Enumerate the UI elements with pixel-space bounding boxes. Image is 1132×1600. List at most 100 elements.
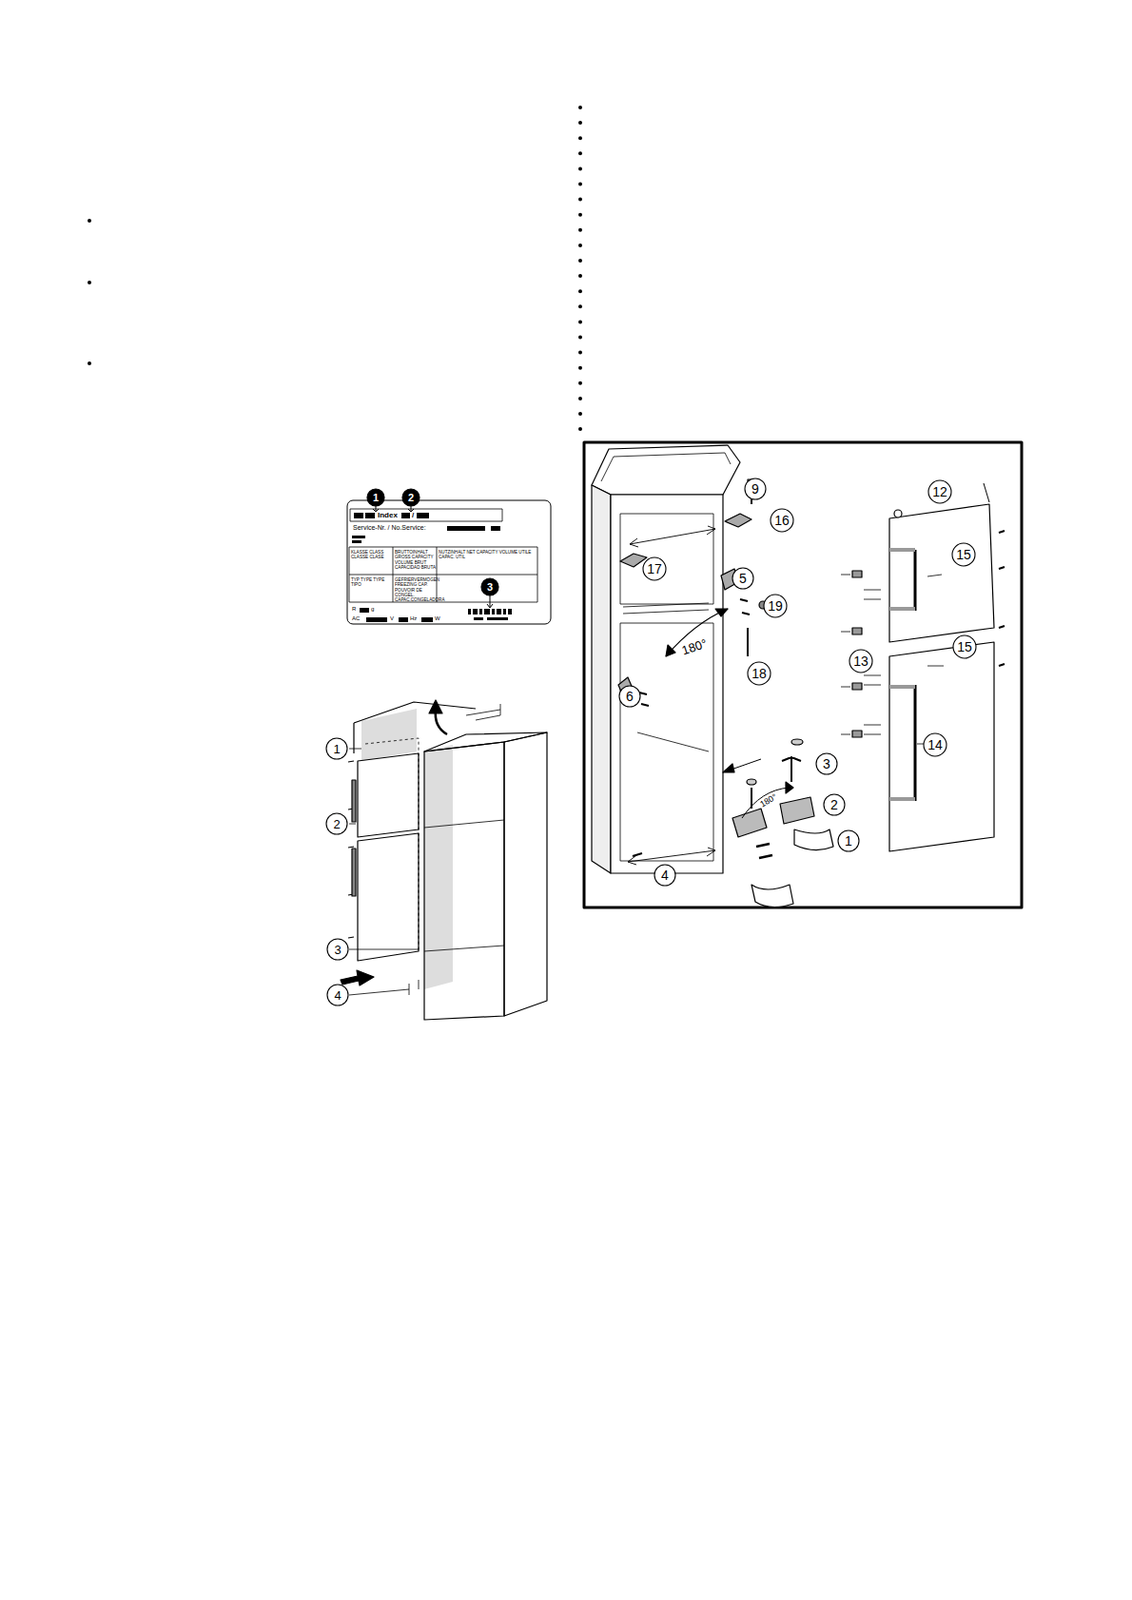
drawing-line	[917, 574, 944, 744]
drawing-line	[838, 830, 859, 852]
drawing-line	[481, 578, 499, 596]
drawing-line	[620, 513, 714, 605]
drawing-line	[351, 780, 356, 822]
drawing-line	[578, 335, 583, 340]
drawing-line	[627, 847, 716, 865]
drawing-line	[421, 617, 433, 623]
drawing-line	[620, 553, 647, 567]
drawing-line	[87, 361, 92, 366]
drawing-line	[722, 763, 735, 773]
drawing-line	[983, 483, 990, 503]
drawing-line	[429, 700, 443, 714]
drawing-line	[578, 120, 583, 125]
angle-label: 180°	[680, 637, 709, 658]
callout-number: 4	[333, 989, 341, 1002]
drawing-line	[953, 635, 976, 659]
drawing-line	[578, 381, 583, 386]
drawing-line	[610, 494, 723, 874]
drawing-line	[578, 136, 583, 140]
drawing-line	[401, 512, 410, 519]
drawing-line	[447, 526, 486, 531]
drawing-line	[591, 445, 741, 495]
callout-number: 13	[853, 654, 869, 668]
drawing-line	[763, 594, 787, 618]
plate-text: g	[370, 605, 374, 613]
drawing-line	[402, 488, 420, 507]
drawing-line	[347, 500, 551, 625]
drawing-line	[637, 732, 709, 752]
drawing-line	[578, 289, 583, 293]
drawing-line	[479, 608, 483, 615]
drawing-line	[507, 608, 512, 615]
drawing-line	[578, 243, 583, 248]
drawing-line	[620, 623, 714, 861]
drawing-line	[654, 864, 676, 886]
drawing-line	[770, 508, 794, 532]
drawing-line	[372, 506, 493, 608]
drawing-line	[353, 702, 476, 723]
drawing-line	[578, 351, 583, 355]
drawing-line	[340, 700, 547, 1020]
drawing-line	[632, 853, 643, 857]
drawing-line	[794, 829, 834, 851]
callout-number: 18	[751, 666, 767, 681]
drawing-line	[889, 504, 995, 643]
drawing-line	[392, 546, 394, 603]
drawing-line	[367, 488, 385, 507]
drawing-line	[722, 759, 762, 773]
drawing-line	[491, 608, 495, 615]
plate-text: Index	[377, 510, 398, 520]
drawing-line	[952, 543, 976, 566]
plate-text: AC	[351, 615, 360, 623]
drawing-line	[357, 833, 419, 961]
drawing-line	[724, 513, 752, 527]
drawing-line	[349, 748, 419, 996]
drawing-line	[473, 617, 484, 621]
drawing-line	[852, 730, 862, 738]
plate-text: KLASSE CLASS CLASSE CLASE	[351, 549, 392, 561]
drawing-line	[466, 703, 501, 721]
drawing-line	[629, 526, 716, 547]
callout-number: 14	[927, 738, 943, 752]
drawing-line	[852, 683, 862, 690]
drawing-line	[840, 574, 851, 735]
callout-number: 4	[661, 868, 669, 882]
drawing-line	[914, 549, 918, 801]
callout-number: 1	[844, 834, 853, 848]
drawing-line	[578, 273, 583, 278]
drawing-line	[326, 478, 976, 1006]
drawing-line	[424, 819, 505, 952]
drawing-line	[365, 738, 419, 952]
drawing-line	[503, 608, 507, 615]
drawing-line	[715, 608, 728, 617]
drawing-line	[326, 738, 348, 760]
drawing-line	[578, 366, 583, 371]
badge-number: 1	[372, 492, 379, 504]
drawing-line	[732, 808, 767, 838]
drawing-line	[578, 151, 583, 156]
drawing-line	[601, 452, 731, 482]
plate-text: GEFRIERVERMÖGEN FREEZING CAP. POUVOIR DE…	[394, 577, 437, 603]
plate-text: NUTZINHALT NET CAPACITY VOLUME UTILE CAP…	[438, 549, 534, 561]
callout-number: 15	[956, 640, 973, 654]
drawing-line	[504, 732, 547, 1016]
drawing-line	[643, 557, 666, 581]
drawing-line	[484, 608, 490, 615]
drawing-line	[366, 617, 388, 623]
drawing-line	[436, 546, 438, 603]
drawing-line	[816, 753, 838, 775]
plate-text: V	[390, 615, 394, 623]
callout-number: 12	[932, 485, 948, 499]
drawing-line	[894, 509, 902, 518]
drawing-line	[351, 848, 356, 897]
drawing-line	[998, 530, 1005, 666]
drawing-line	[746, 627, 749, 657]
drawing-line	[357, 753, 419, 838]
drawing-line	[852, 570, 862, 578]
callout-number: 3	[822, 757, 831, 771]
drawing-line	[351, 535, 366, 539]
drawing-line	[87, 280, 92, 285]
callout-number: 2	[830, 798, 839, 812]
